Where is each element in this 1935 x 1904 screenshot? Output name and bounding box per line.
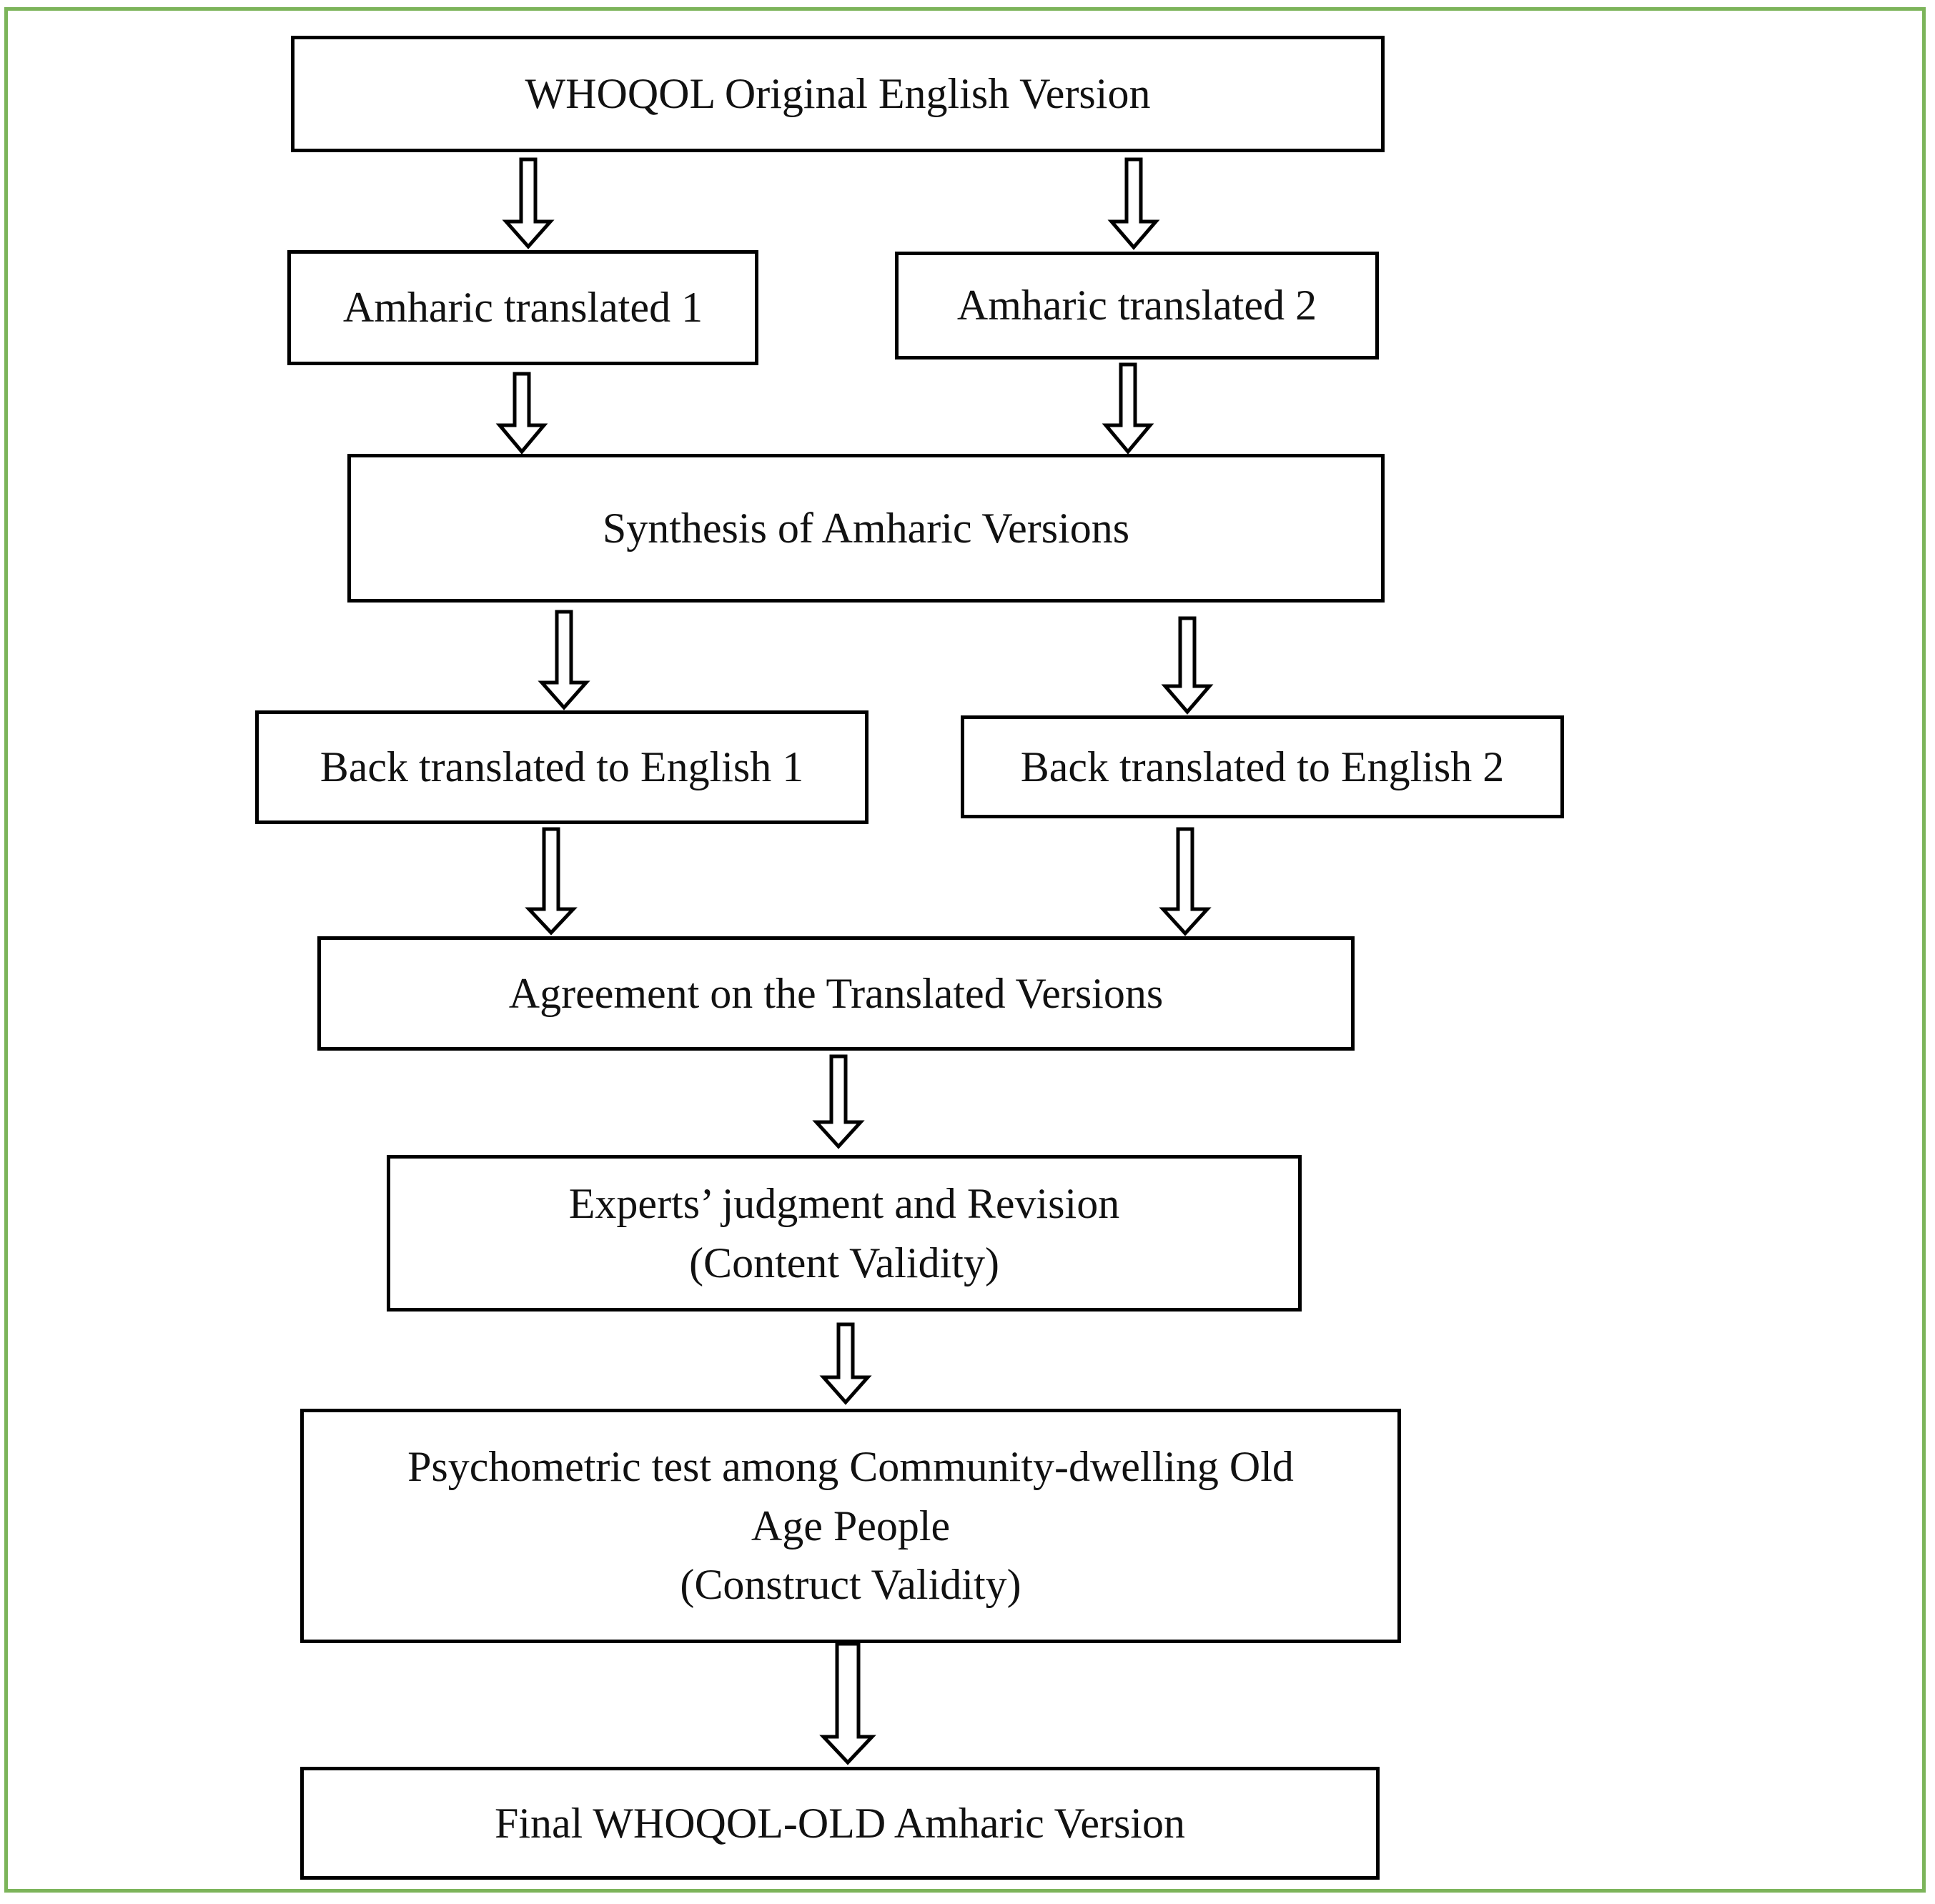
box-back-translated-2: Back translated to English 2 bbox=[961, 715, 1564, 818]
arrow-experts-to-psychometric bbox=[819, 1322, 872, 1405]
box-final-amharic-version: Final WHOQOL-OLD Amharic Version bbox=[300, 1767, 1380, 1880]
box-line: Amharic translated 1 bbox=[342, 284, 703, 332]
box-line: Age People bbox=[751, 1502, 951, 1550]
diagram-frame bbox=[4, 7, 1926, 1893]
box-amharic-translated-2: Amharic translated 2 bbox=[895, 252, 1379, 360]
arrow-amharic2-to-synthesis bbox=[1102, 362, 1154, 455]
arrow-original-to-amharic2 bbox=[1107, 157, 1160, 250]
box-amharic-translated-1: Amharic translated 1 bbox=[287, 250, 758, 365]
box-line: Amharic translated 2 bbox=[956, 282, 1317, 329]
arrow-synthesis-to-back1 bbox=[538, 610, 590, 710]
box-psychometric-test: Psychometric test among Community-dwelli… bbox=[300, 1409, 1401, 1643]
arrow-amharic1-to-synthesis bbox=[495, 372, 548, 455]
box-line: Back translated to English 1 bbox=[320, 743, 804, 791]
arrow-psychometric-to-final bbox=[819, 1642, 876, 1765]
box-line: (Construct Validity) bbox=[680, 1561, 1021, 1609]
box-line: Back translated to English 2 bbox=[1020, 743, 1505, 790]
box-line: Final WHOQOL-OLD Amharic Version bbox=[495, 1799, 1185, 1847]
box-line: WHOQOL Original English Version bbox=[525, 70, 1151, 118]
arrow-original-to-amharic1 bbox=[502, 157, 555, 249]
arrow-back2-to-agreement bbox=[1159, 827, 1212, 936]
box-original-english-version: WHOQOL Original English Version bbox=[291, 36, 1385, 152]
box-agreement-translated-versions: Agreement on the Translated Versions bbox=[317, 936, 1355, 1051]
box-line: Psychometric test among Community-dwelli… bbox=[407, 1442, 1294, 1490]
box-experts-judgment: Experts’ judgment and Revision (Content … bbox=[387, 1155, 1302, 1312]
box-synthesis-amharic-versions: Synthesis of Amharic Versions bbox=[347, 454, 1385, 603]
box-back-translated-1: Back translated to English 1 bbox=[255, 710, 868, 824]
arrow-back1-to-agreement bbox=[525, 827, 578, 936]
arrow-synthesis-to-back2 bbox=[1161, 616, 1214, 715]
box-line: Experts’ judgment and Revision bbox=[568, 1179, 1120, 1227]
box-line: Agreement on the Translated Versions bbox=[508, 969, 1164, 1017]
box-line: (Content Validity) bbox=[689, 1239, 999, 1286]
box-line: Synthesis of Amharic Versions bbox=[602, 504, 1130, 552]
arrow-agreement-to-experts bbox=[812, 1054, 865, 1149]
